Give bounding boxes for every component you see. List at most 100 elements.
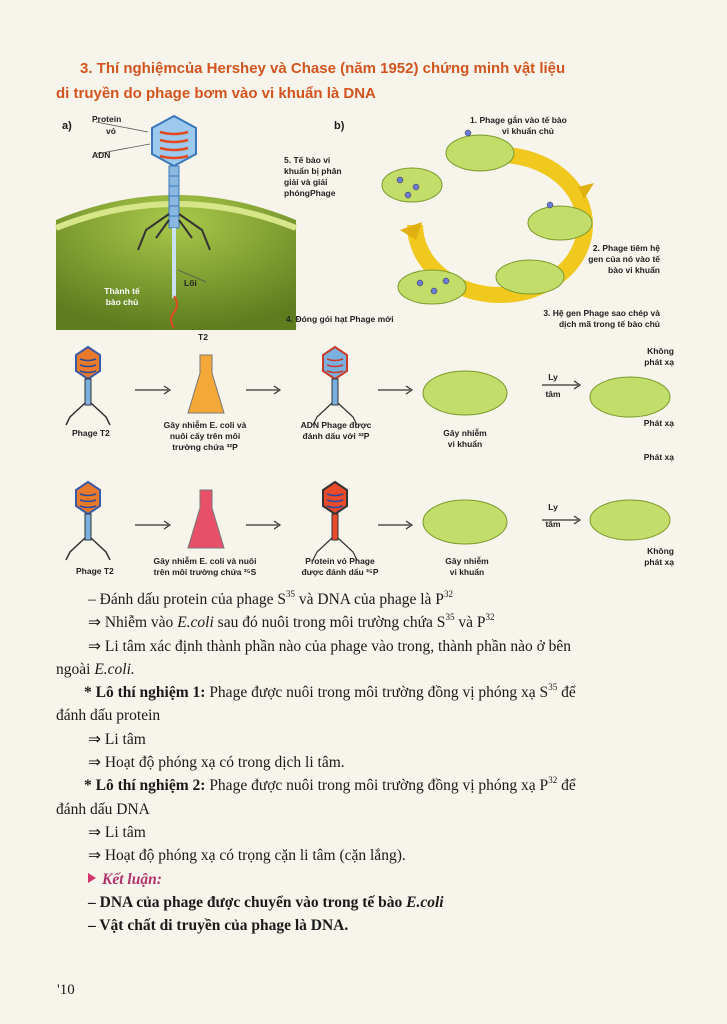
step-5: 5. Tế bào vi khuẩn bị phân giải và giải … xyxy=(284,155,342,199)
row1-phage-label: Phage T2 xyxy=(72,428,110,438)
row2-infect-line-1: Gây nhiễm xyxy=(445,556,489,566)
body-line-2-sup-1: 35 xyxy=(445,612,455,623)
host-wall-label-2: bào chủ xyxy=(105,297,139,307)
panel-a-label: a) xyxy=(62,120,72,132)
step-2-line-1: 2. Phage tiêm hệ xyxy=(592,243,660,253)
row1-infect-line-1: Gây nhiễm xyxy=(443,428,487,438)
step-2-line-3: bào vi khuẩn xyxy=(608,265,660,275)
body-line-3b-ecoli: E.coli. xyxy=(94,660,135,678)
step-5-line-4: phóngPhage xyxy=(284,188,336,198)
triangle-bullet-icon xyxy=(88,872,96,883)
step-3: 3. Hệ gen Phage sao chép và dịch mã tron… xyxy=(500,308,660,330)
row1-infect-line-2: vi khuẩn xyxy=(447,439,483,449)
activity-line-2: ⇒ Hoạt độ phóng xạ có trọng cặn li tâm (… xyxy=(88,847,406,865)
phage-t2-name: T2 xyxy=(198,332,208,342)
protein-label-2: vỏ xyxy=(106,126,116,136)
body-line-2-b: sau đó nuôi trong môi trường chứa S xyxy=(213,614,446,632)
experiment-2-line-2: đánh dấu DNA xyxy=(56,800,150,818)
step-2-line-2: gen của nó vào tế xyxy=(588,254,660,264)
experiment-1-sup: 35 xyxy=(548,682,558,693)
protein-label: Protein xyxy=(92,114,122,124)
step-5-line-2: khuẩn bị phân xyxy=(284,166,342,176)
experiment-row-2-diagram xyxy=(65,480,671,561)
row2-flask-line-2: trên môi trường chứa ³⁵S xyxy=(153,567,257,577)
row2-no-rad-line-1: Không xyxy=(647,546,674,556)
body-line-2-ecoli: E.coli xyxy=(177,614,214,632)
step-3-line-2: dịch mã trong tế bào chủ xyxy=(558,319,660,329)
experiment-2-sup: 32 xyxy=(548,775,558,786)
row1-no-rad-line-2: phát xạ xyxy=(644,357,674,367)
row1-labeled-phage-label: ADN Phage được đánh dấu với ³²P xyxy=(286,420,386,442)
body-line-2-sup-2: 32 xyxy=(485,612,495,623)
conclusion-line-2: – Vật chất di truyền của phage là DNA. xyxy=(88,917,349,935)
body-line-2-a: ⇒ Nhiễm vào xyxy=(88,614,178,632)
row1-flask-line-1: Gây nhiễm E. coli và xyxy=(163,420,247,430)
row2-no-rad-line-2: phát xạ xyxy=(644,557,674,567)
body-line-1-b: và DNA của phage là P xyxy=(295,591,444,608)
row1-infect-label: Gây nhiễm vi khuẩn xyxy=(430,428,500,450)
row2-infect-line-2: vi khuẩn xyxy=(449,567,485,577)
row1-flask-line-3: trường chứa ³²P xyxy=(172,442,238,452)
row2-centrifuge-label: Ly tâm xyxy=(538,502,568,530)
row1-radiation-label: Phát xạ xyxy=(643,418,674,428)
row2-phage-label: Phage T2 xyxy=(76,566,114,576)
experiment-2-end: để xyxy=(557,777,576,795)
conclusion-line-1-ecoli: E.coli xyxy=(406,893,444,911)
lytic-cycle-diagram xyxy=(381,129,594,305)
body-line-1-a: – Đánh dấu protein của phage S xyxy=(88,591,286,608)
experiment-2-label: * Lô thí nghiệm 2: xyxy=(84,777,206,795)
panel-b-label: b) xyxy=(334,120,345,132)
experiment-2-line: * Lô thí nghiệm 2: Phage được nuôi trong… xyxy=(56,774,686,797)
row1-flask-line-2: nuôi cấy trên môi xyxy=(169,431,241,441)
step-1-line-1: 1. Phage gắn vào tế bào xyxy=(470,115,567,125)
centrifuge-line-1: ⇒ Li tâm xyxy=(88,730,146,748)
row1-no-radiation-label: Không phát xạ xyxy=(620,346,674,368)
row1-no-rad-line-1: Không xyxy=(647,346,674,356)
experiment-1-line: * Lô thí nghiệm 1: Phage được nuôi trong… xyxy=(56,681,686,704)
row2-no-radiation-label: Không phát xạ xyxy=(620,546,674,568)
adn-label: ADN xyxy=(92,150,111,160)
experiment-1-end: để xyxy=(557,684,576,702)
body-line-1: – Đánh dấu protein của phage S35 và DNA … xyxy=(56,588,686,611)
experiment-2-text: Phage được nuôi trong môi trường đồng vị… xyxy=(205,777,549,795)
row1-centrifuge-label: Ly tâm xyxy=(538,372,568,400)
centrifuge-line-2: ⇒ Li tâm xyxy=(88,823,146,841)
row1-labeled-line-2: đánh dấu với ³²P xyxy=(302,431,370,441)
page-number: '10 xyxy=(57,982,75,998)
body-line-3b-a: ngoài xyxy=(56,660,95,678)
heading-line-2: di truyền do phage bơm vào vi khuẩn là D… xyxy=(56,85,376,102)
body-text: – Đánh dấu protein của phage S 35 và DNA … xyxy=(56,588,686,937)
host-wall-label: Thành tế bào chủ xyxy=(92,286,152,308)
step-3-line-1: 3. Hệ gen Phage sao chép và xyxy=(543,308,660,318)
row1-labeled-line-1: ADN Phage được xyxy=(300,420,372,430)
step-4: 4. Đóng gói hạt Phage mới xyxy=(286,314,394,324)
step-1-line-2: vi khuẩn chủ xyxy=(502,126,554,136)
row2-radiation-label: Phát xạ xyxy=(643,452,674,462)
row2-infect-label: Gây nhiễm vi khuẩn xyxy=(432,556,502,578)
core-label: Lõi xyxy=(184,278,197,288)
host-wall-label-1: Thành tế xyxy=(104,286,140,296)
row2-centrifuge-line-1: Ly xyxy=(548,502,558,512)
phage-t2-illustration xyxy=(54,114,298,330)
body-line-2: ⇒ Nhiễm vào E.coli sau đó nuôi trong môi… xyxy=(56,611,686,634)
body-line-3: ⇒ Li tâm xác định thành phần nào của pha… xyxy=(88,637,572,655)
row1-flask-label: Gây nhiễm E. coli và nuôi cấy trên môi t… xyxy=(150,420,260,453)
phage-icon-row1 xyxy=(65,345,111,426)
row2-labeled-line-1: Protein vỏ Phage xyxy=(305,556,375,566)
experiment-1-text: Phage được nuôi trong môi trường đồng vị… xyxy=(205,684,549,702)
row2-flask-line-1: Gây nhiễm E. coli và nuôi xyxy=(153,556,257,566)
row1-centrifuge-line-2: tâm xyxy=(545,389,561,399)
step-1: 1. Phage gắn vào tế bào vi khuẩn chủ xyxy=(470,115,567,137)
row2-labeled-phage-label: Protein vỏ Phage được đánh dấu ³⁵P xyxy=(290,556,390,578)
body-line-1-sup-2: 32 xyxy=(443,589,453,599)
conclusion-line-1-a: – DNA của phage được chuyển vào trong tế… xyxy=(88,893,407,911)
conclusion-heading: Kết luận: xyxy=(56,868,686,891)
body-line-3b: ngoài E.coli. xyxy=(56,658,686,681)
experiment-1-label: * Lô thí nghiệm 1: xyxy=(84,684,206,702)
conclusion-label: Kết luận: xyxy=(102,870,162,888)
section-heading: 3. Thí nghiệmcủa Hershey và Chase (năm 1… xyxy=(56,56,696,106)
body-line-2-c: và P xyxy=(454,614,486,632)
experiment-1-line-2: đánh dấu protein xyxy=(56,707,161,725)
row1-centrifuge-line-1: Ly xyxy=(548,372,558,382)
activity-line-1: ⇒ Hoạt độ phóng xạ có trong dịch li tâm. xyxy=(88,754,345,772)
